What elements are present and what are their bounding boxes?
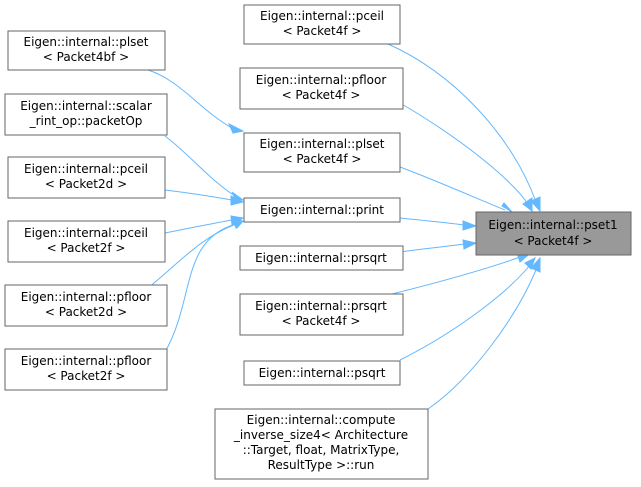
node-label: _rint_op::packetOp — [29, 114, 143, 128]
edge-pceil-4f-to-pset1 — [387, 43, 541, 213]
node-label: Eigen::internal::pfloor — [256, 73, 387, 87]
node-label: Eigen::internal::pceil — [24, 162, 148, 176]
node-label: < Packet2d > — [45, 305, 127, 319]
node-plset-packet4bf[interactable]: Eigen::internal::plset < Packet4bf > — [7, 30, 166, 71]
node-pfloor-packet2d[interactable]: Eigen::internal::pfloor < Packet2d > — [4, 284, 168, 327]
node-label: Eigen::internal::prsqrt — [255, 251, 387, 265]
node-label: Eigen::internal::scalar — [20, 99, 152, 113]
node-pceil-packet4f[interactable]: Eigen::internal::pceil < Packet4f > — [243, 4, 401, 45]
edge-inverse4-to-pset1 — [427, 256, 541, 410]
node-pceil-packet2f[interactable]: Eigen::internal::pceil < Packet2f > — [7, 220, 166, 263]
node-label: < Packet4bf > — [43, 50, 129, 64]
node-compute-inverse-size4[interactable]: Eigen::internal::compute _inverse_size4<… — [214, 408, 429, 480]
node-label: _inverse_size4< Architecture — [233, 428, 408, 442]
node-label: < Packet4f > — [514, 234, 593, 248]
edge-plset-4f-to-pset1 — [399, 166, 513, 213]
node-label: Eigen::internal::prsqrt — [255, 299, 387, 313]
node-label: Eigen::internal::pfloor — [21, 290, 152, 304]
node-prsqrt-packet4f[interactable]: Eigen::internal::prsqrt < Packet4f > — [239, 293, 404, 336]
node-label: Eigen::internal::plset — [23, 35, 148, 49]
edge-prsqrt-to-pset1 — [399, 239, 478, 253]
node-label: Eigen::internal::pceil — [260, 9, 384, 23]
edge-scalar-rint-to-print — [164, 135, 245, 201]
node-label: Eigen::internal::print — [260, 203, 384, 217]
edge-pceil-2d-to-print — [164, 189, 245, 206]
node-label: Eigen::internal::pceil — [24, 226, 148, 240]
node-pceil-packet2d[interactable]: Eigen::internal::pceil < Packet2d > — [7, 156, 166, 199]
node-label: Eigen::internal::compute — [247, 413, 396, 427]
node-scalar-rint-op-packetop[interactable]: Eigen::internal::scalar _rint_op::packet… — [4, 93, 168, 136]
node-label: Eigen::internal::plset — [259, 137, 384, 151]
edge-print-to-pset1 — [399, 217, 478, 231]
node-label: < Packet4f > — [283, 152, 362, 166]
edge-pfloor-2f-to-print — [164, 219, 245, 353]
node-label: < Packet4f > — [282, 314, 361, 328]
node-label: < Packet2f > — [47, 369, 126, 383]
node-label: Eigen::internal::pset1 — [488, 218, 617, 232]
edge-pceil-2f-to-print — [164, 215, 245, 234]
node-label: Eigen::internal::psqrt — [259, 366, 386, 380]
node-label: ::Target, float, MatrixType, — [243, 443, 400, 457]
node-pfloor-packet2f[interactable]: Eigen::internal::pfloor < Packet2f > — [4, 348, 168, 391]
node-print[interactable]: Eigen::internal::print — [243, 197, 401, 223]
edge-pfloor-4f-to-pset1 — [399, 102, 533, 213]
node-plset-packet4f[interactable]: Eigen::internal::plset < Packet4f > — [243, 132, 401, 173]
node-label: Eigen::internal::pfloor — [21, 354, 152, 368]
node-pset1-packet4f[interactable]: Eigen::internal::pset1 < Packet4f > — [475, 211, 632, 256]
edge-plset-4bf-to-plset-4f — [147, 69, 245, 134]
node-label: < Packet4f > — [282, 88, 361, 102]
node-label: < Packet2d > — [45, 177, 127, 191]
node-prsqrt[interactable]: Eigen::internal::prsqrt — [239, 245, 404, 271]
edge-psqrt-to-pset1 — [399, 256, 536, 361]
node-label: < Packet4f > — [283, 24, 362, 38]
node-label: ResultType >::run — [268, 458, 375, 472]
node-label: < Packet2f > — [47, 241, 126, 255]
node-psqrt[interactable]: Eigen::internal::psqrt — [243, 360, 401, 386]
node-pfloor-packet4f[interactable]: Eigen::internal::pfloor < Packet4f > — [239, 67, 404, 110]
